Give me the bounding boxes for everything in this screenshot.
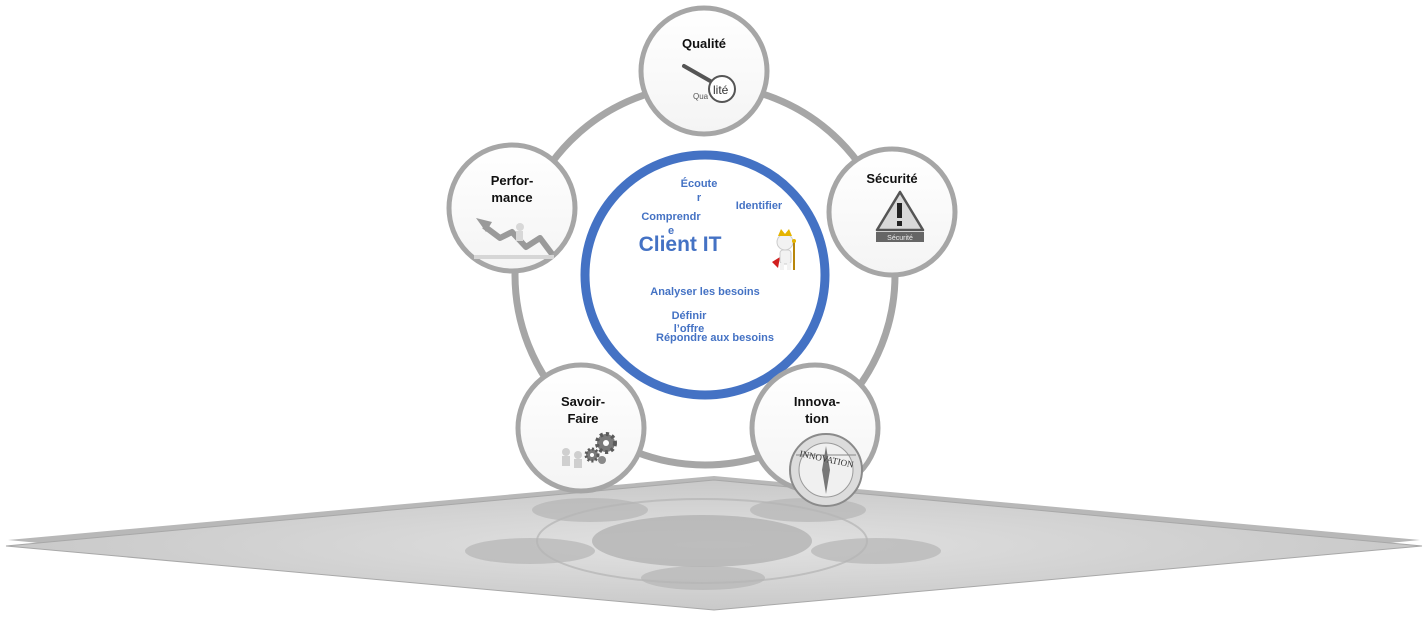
reflection-qualite	[641, 566, 765, 590]
center-definir: Définir l’offre	[671, 310, 707, 335]
warning-sign-icon: Sécurité	[875, 190, 925, 242]
reflection-performance	[465, 538, 595, 564]
center-analyser: Analyser les besoins	[650, 286, 760, 298]
center-identifier: Identifier	[735, 200, 783, 212]
compass-icon: INNOVATION	[789, 433, 863, 507]
magnifier-text-1: Qua	[693, 92, 709, 101]
center-ecouter: Écoute r	[680, 178, 718, 204]
center-repondre: Répondre aux besoins	[656, 332, 774, 344]
magnifier-icon: Qua lité	[682, 64, 736, 103]
reflection-center	[592, 515, 812, 567]
magnifier-text-2: lité	[713, 83, 729, 97]
platform	[5, 476, 1423, 611]
node-performance-circle	[446, 142, 578, 274]
center-title: Client IT	[638, 233, 722, 256]
gears-icon	[562, 432, 617, 468]
graph-arrow-icon	[474, 218, 555, 259]
node-performance-label: Perfor- mance	[490, 173, 534, 205]
center-circle	[580, 150, 830, 400]
node-savoir-faire-label: Savoir- Faire	[560, 394, 606, 426]
reflection-savoir-faire	[532, 498, 648, 522]
warning-sign-text: Sécurité	[887, 235, 913, 242]
node-savoir-faire-circle	[515, 362, 647, 494]
node-qualite-label: Qualité	[681, 36, 727, 51]
node-securite-label: Sécurité	[866, 171, 918, 186]
king-icon	[772, 229, 796, 270]
center-comprendre: Comprendr e	[641, 211, 701, 237]
node-qualite-circle	[638, 5, 770, 137]
node-innovation-label: Innova- tion	[793, 394, 841, 426]
reflection-securite	[811, 538, 941, 564]
